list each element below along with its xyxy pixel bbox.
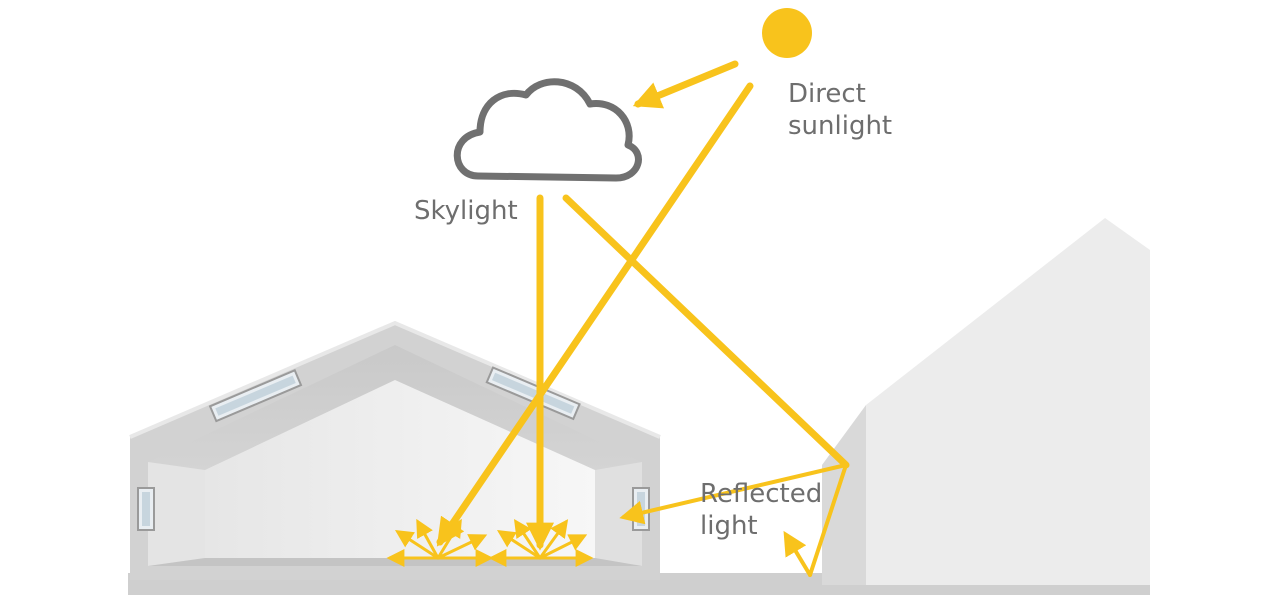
ray-reflected-down: [808, 463, 848, 577]
label-direct-line2: sunlight: [788, 111, 893, 141]
roof-window-left: [208, 369, 303, 423]
neighbor-building: [822, 218, 1150, 585]
label-direct-line1: Direct: [788, 79, 866, 109]
sun-icon: [762, 8, 812, 58]
ray-reflected-into-house: [619, 463, 848, 525]
ray-ground-bounce: [783, 530, 812, 577]
neighbor-front-wall: [866, 218, 1150, 585]
label-reflected-light: Reflected light: [700, 478, 822, 542]
ray-skylight-to-neighbor: [562, 194, 850, 469]
house: [129, 320, 661, 580]
neighbor-side-wall: [822, 405, 866, 585]
ray-sun-to-cloud: [632, 60, 739, 109]
house-back-wall: [205, 380, 595, 558]
cloud-icon: [453, 78, 642, 182]
floor-scatter-left: [386, 518, 494, 567]
light-rays: [386, 60, 850, 577]
floor-scatter-right: [488, 519, 594, 567]
label-direct-sunlight: Direct sunlight: [788, 78, 892, 142]
ray-direct-sunlight: [436, 82, 754, 547]
label-reflected-line2: light: [700, 511, 758, 541]
label-skylight: Skylight: [414, 195, 518, 227]
label-skylight-text: Skylight: [414, 196, 518, 226]
roof-window-right: [485, 366, 581, 421]
wall-window-left: [137, 487, 155, 531]
wall-window-right: [632, 487, 650, 531]
label-reflected-line1: Reflected: [700, 479, 823, 509]
